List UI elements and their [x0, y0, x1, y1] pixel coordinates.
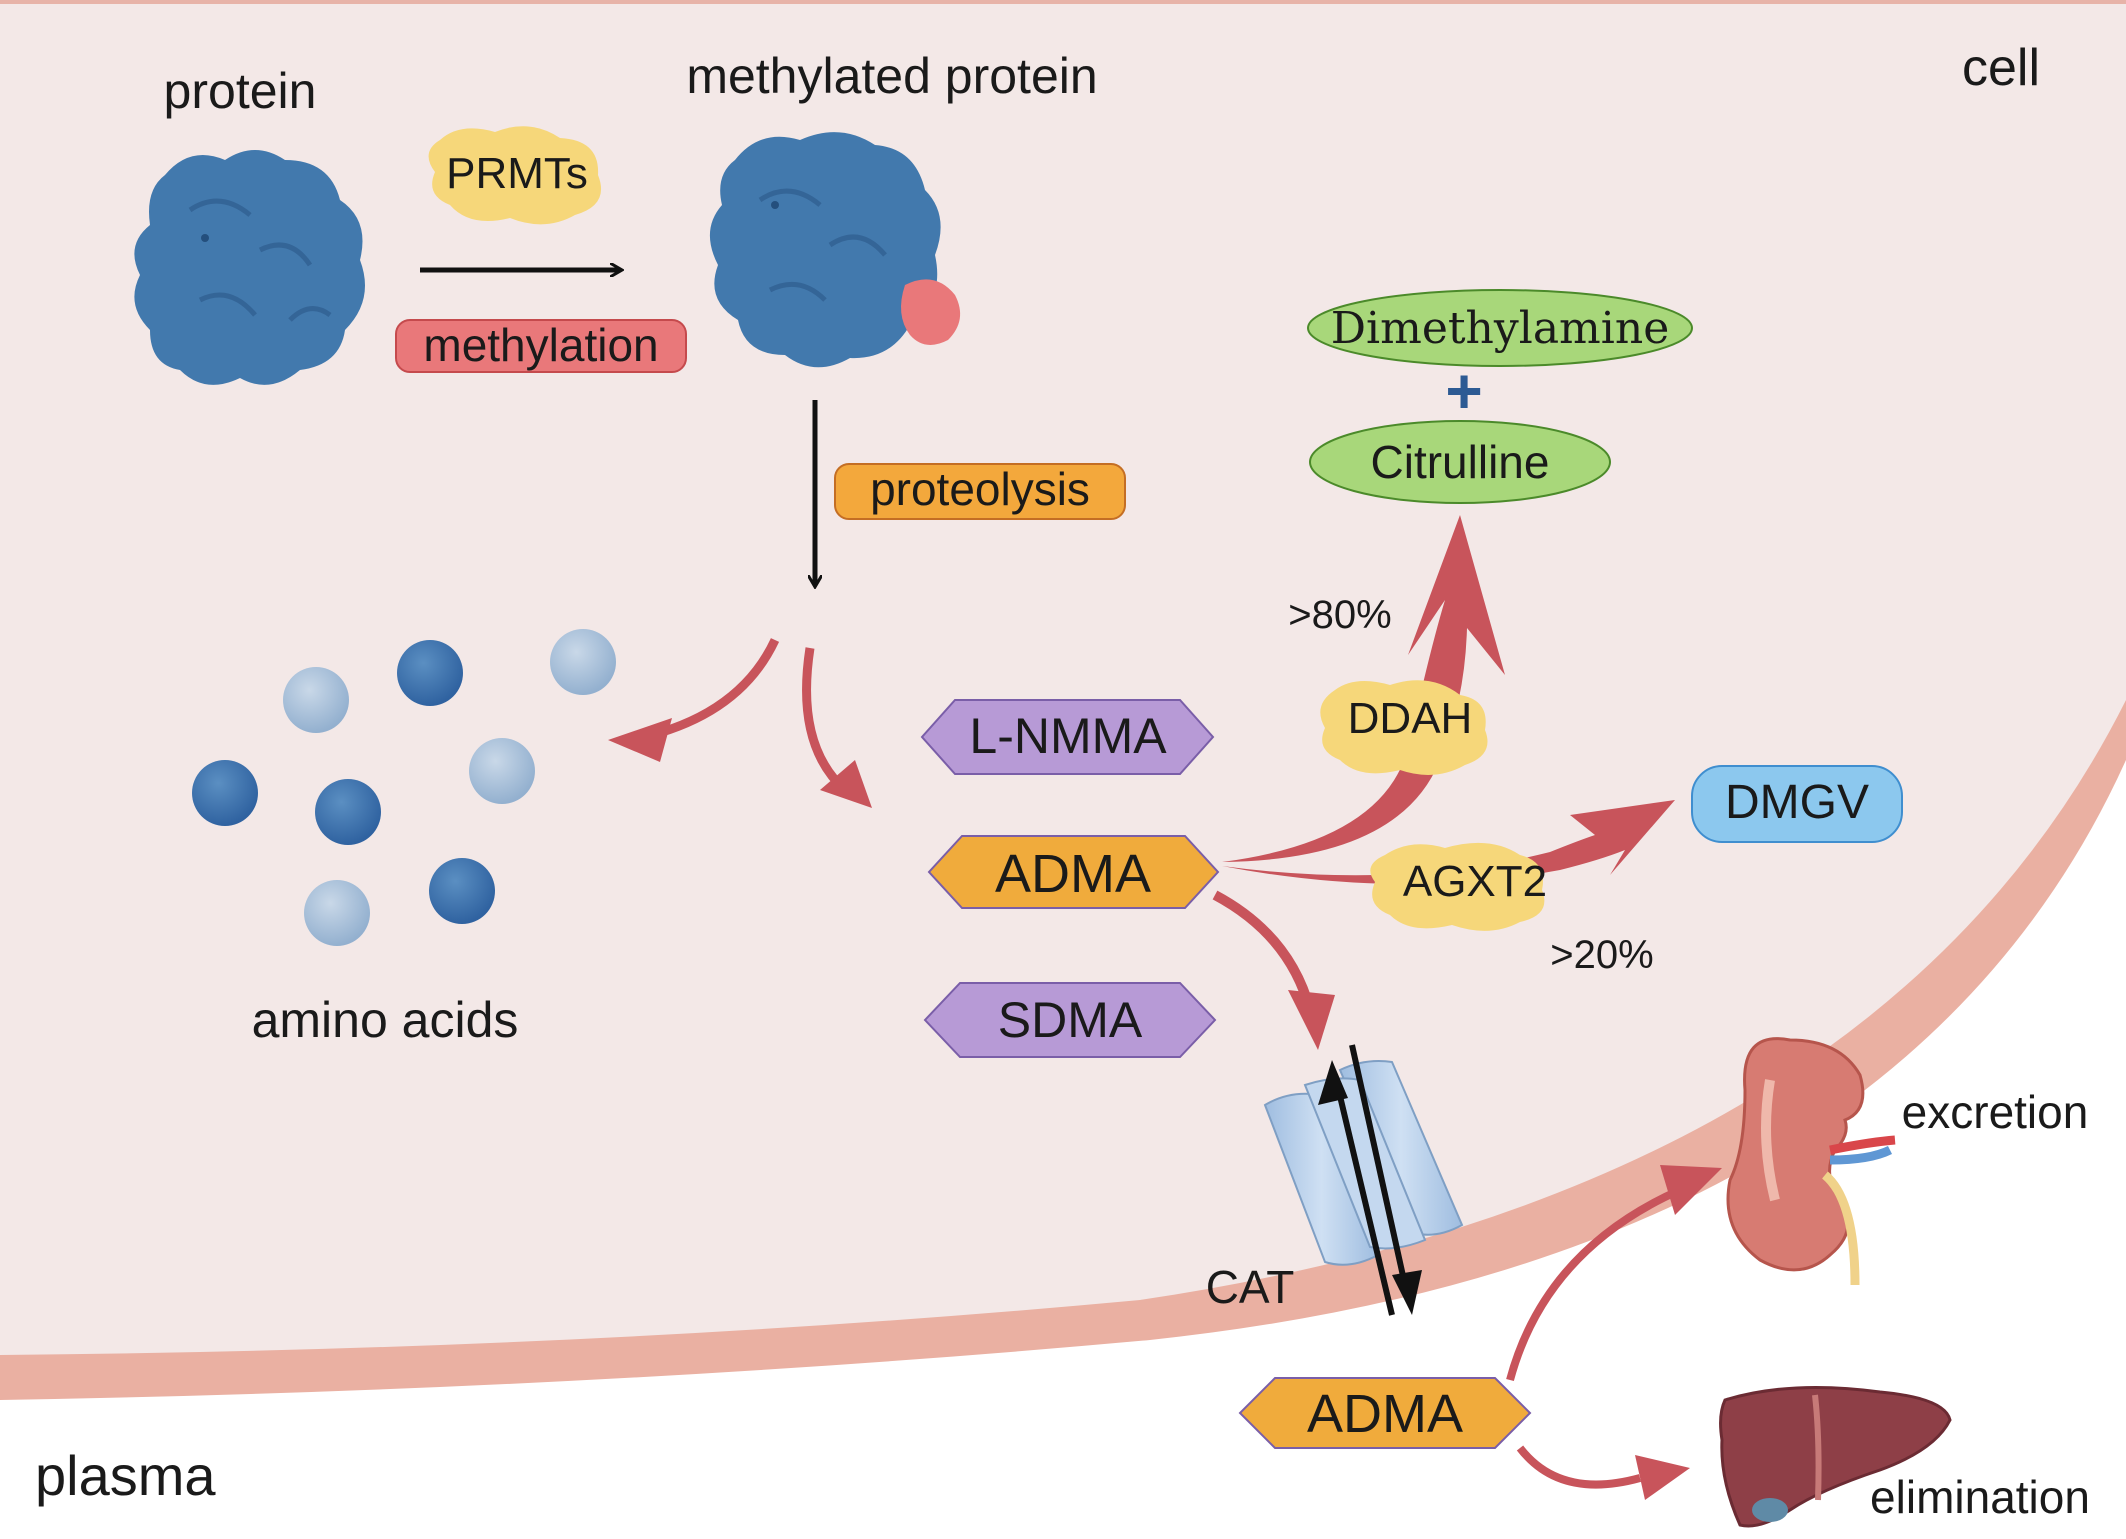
- cat-label: CAT: [1206, 1261, 1295, 1313]
- elimination-label: elimination: [1870, 1471, 2090, 1523]
- amino-acid-spheres: [192, 629, 616, 946]
- enzyme-icon: [428, 126, 602, 225]
- adma-to-cat-arrowhead: [1288, 990, 1335, 1050]
- bidirectional-transport-arrows: [1318, 1044, 1422, 1316]
- amino-acid-sphere-icon: [550, 629, 616, 695]
- amino-acid-sphere-icon: [429, 858, 495, 924]
- amino-acid-sphere-icon: [192, 760, 258, 826]
- plus-sign: +: [1445, 355, 1482, 427]
- ddah-label: DDAH: [1348, 694, 1473, 743]
- sdma-label: SDMA: [998, 992, 1143, 1048]
- excretion-arrowhead: [1660, 1165, 1722, 1215]
- pct20-label: >20%: [1550, 933, 1653, 977]
- excretion-label: excretion: [1902, 1086, 2089, 1138]
- elimination-arrowhead: [1635, 1455, 1690, 1500]
- l-nmma-label: L-NMMA: [969, 708, 1167, 764]
- liver-icon: [1719, 1386, 1952, 1528]
- elimination-arrow: [1516, 1445, 1642, 1489]
- amino-acid-sphere-icon: [469, 738, 535, 804]
- plasma-label: plasma: [35, 1444, 216, 1507]
- protein-label: protein: [164, 63, 317, 119]
- kidney-icon: [1726, 1037, 1896, 1286]
- citrulline-box: Citrulline: [1309, 420, 1611, 504]
- transporter-channel-icon: [1263, 1060, 1464, 1266]
- pct80-label: >80%: [1288, 593, 1391, 637]
- agxt2-enzyme-icon: [1370, 842, 1545, 931]
- protein-blob-icon: [134, 150, 365, 385]
- dmgv-label: DMGV: [1725, 776, 1869, 829]
- adma-box: ADMA: [927, 835, 1220, 909]
- sdma-box: SDMA: [923, 982, 1217, 1058]
- excretion-arrow: [1506, 1186, 1682, 1382]
- arrowhead-amino: [608, 718, 672, 762]
- ddah-enzyme-icon: [1320, 680, 1488, 775]
- arrowhead-adma: [820, 760, 872, 808]
- l-nmma-box: L-NMMA: [920, 699, 1215, 775]
- proteolysis-label: proteolysis: [870, 463, 1090, 515]
- ddah-arrow: [1222, 515, 1505, 862]
- amino-acids-label: amino acids: [252, 992, 519, 1048]
- adma-plasma-label: ADMA: [1307, 1384, 1463, 1444]
- amino-acid-sphere-icon: [304, 880, 370, 946]
- prmts-label: PRMTs: [446, 149, 588, 198]
- methylated-protein-label: methylated protein: [686, 48, 1097, 104]
- methylation-badge: [395, 319, 687, 373]
- methylation-label: methylation: [423, 319, 658, 371]
- amino-acid-sphere-icon: [315, 779, 381, 845]
- methylated-protein-icon: [709, 132, 961, 368]
- amino-acid-sphere-icon: [283, 667, 349, 733]
- adma-label: ADMA: [995, 844, 1151, 904]
- agxt2-arrow: [1222, 800, 1675, 885]
- adma-plasma-box: ADMA: [1238, 1377, 1532, 1449]
- citrulline-label: Citrulline: [1371, 436, 1550, 488]
- agxt2-label: AGXT2: [1403, 857, 1547, 906]
- amino-acid-sphere-icon: [397, 640, 463, 706]
- dmgv-box: DMGV: [1691, 765, 1903, 843]
- proteolysis-badge: [834, 463, 1126, 520]
- dimethylamine-label: Dimethylamine: [1331, 303, 1669, 354]
- cell-label: cell: [1962, 39, 2040, 97]
- dimethylamine-box: Dimethylamine: [1307, 289, 1693, 367]
